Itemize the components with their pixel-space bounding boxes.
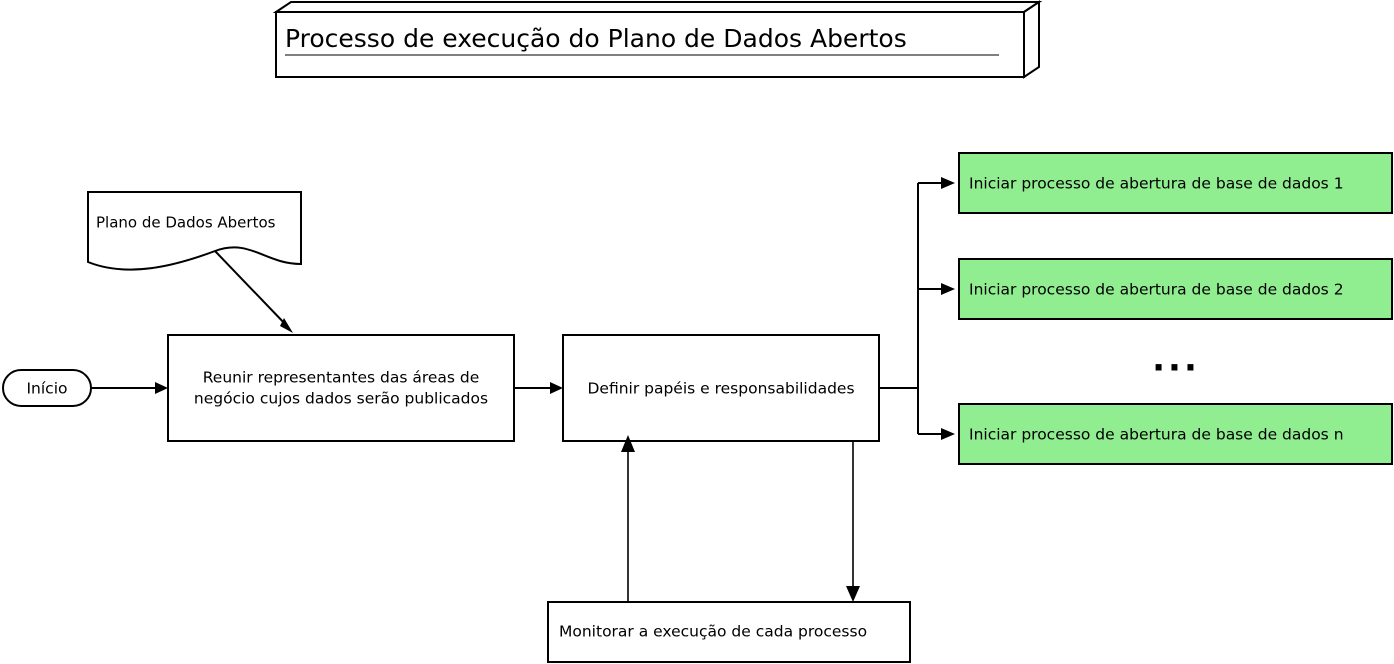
branch-node-n-label: Iniciar processo de abertura de base de … — [969, 426, 1344, 444]
branch-node-1: Iniciar processo de abertura de base de … — [958, 152, 1393, 214]
gather-process-label-line2: negócio cujos dados serão publicados — [194, 390, 488, 408]
edge-document-to-gather — [214, 250, 293, 333]
branch-n-arrowhead — [941, 428, 955, 440]
branch-2-arrowhead — [941, 283, 955, 295]
edge-roles-to-monitor — [846, 441, 860, 602]
branch-1-arrowhead — [941, 177, 955, 189]
branch-node-2: Iniciar processo de abertura de base de … — [958, 258, 1393, 320]
branch-trunk-connector — [879, 177, 955, 440]
title-banner: Processo de execução do Plano de Dados A… — [272, 0, 1043, 79]
roles-process-label: Definir papéis e responsabilidades — [587, 380, 854, 398]
title-banner-label: Processo de execução do Plano de Dados A… — [285, 24, 907, 53]
edge-monitor-to-roles — [621, 435, 635, 602]
monitor-process-label: Monitorar a execução de cada processo — [559, 623, 867, 641]
gather-process-node: Reunir representantes das áreas de negóc… — [167, 334, 515, 442]
document-node-label: Plano de Dados Abertos — [96, 214, 276, 232]
start-terminator-label: Início — [26, 380, 67, 398]
document-node: Plano de Dados Abertos — [87, 191, 302, 271]
gather-process-label-line1: Reunir representantes das áreas de — [203, 369, 480, 387]
branch-node-2-label: Iniciar processo de abertura de base de … — [969, 281, 1344, 299]
branch-node-n: Iniciar processo de abertura de base de … — [958, 403, 1393, 465]
start-terminator: Início — [2, 369, 92, 407]
branch-ellipsis: ... — [1152, 340, 1200, 380]
branch-node-1-label: Iniciar processo de abertura de base de … — [969, 175, 1344, 193]
edge-gather-to-roles — [514, 382, 563, 394]
monitor-process-node: Monitorar a execução de cada processo — [547, 601, 911, 663]
edge-start-to-gather — [91, 382, 168, 394]
roles-process-node: Definir papéis e responsabilidades — [562, 334, 880, 442]
